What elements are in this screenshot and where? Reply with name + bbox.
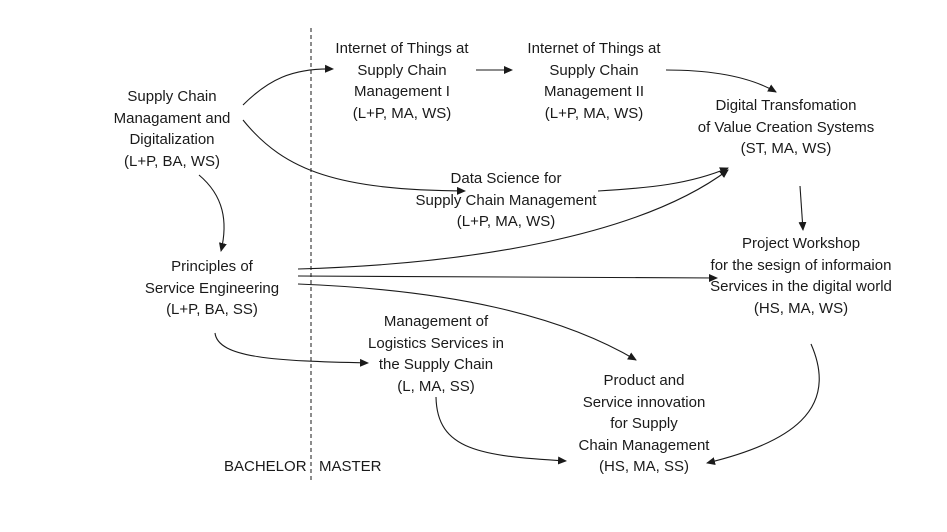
course-text-line: Management I [354, 83, 450, 100]
course-text-line: (L+P, MA, WS) [456, 213, 556, 230]
course-text-line: Supply Chain [549, 61, 639, 79]
course-text-line: the Supply Chain [378, 356, 494, 373]
course-text-line: Management of [383, 313, 489, 330]
course-text-line: (L+P, MA, WS) [352, 104, 452, 122]
course-text-line: Supply Chain Management [415, 191, 597, 209]
edge-project-workshop-to-product-innovation [706, 343, 820, 466]
course-text-line: Management II [543, 83, 645, 100]
course-text-line: for the sesign of informaion [710, 256, 892, 274]
course-text-line: Internet of Things at [527, 40, 661, 57]
course-text-line: Logistics Services in [368, 334, 504, 352]
course-text-line: (ST, MA, WS) [740, 140, 832, 157]
course-text-line: Product and [603, 372, 685, 389]
course-text-line: Service innovation [582, 393, 706, 411]
course-text-line: of Value Creation Systems [697, 118, 875, 136]
course-text-line: Digitalization [129, 131, 215, 148]
course-text-line: Managament and [113, 109, 231, 127]
edge-scm-digitalization-to-iot-1 [242, 64, 334, 106]
edge-scm-digitalization-to-service-engineering [198, 174, 227, 252]
course-text-line: (HS, MA, SS) [598, 458, 690, 475]
edge-data-science-to-digital-transformation [597, 167, 729, 192]
edge-digital-transformation-to-project-workshop [798, 185, 807, 231]
course-text-line: Data Science for [450, 170, 562, 187]
course-text-line: Internet of Things at [335, 40, 469, 57]
course-text-line: Chain Management [578, 436, 710, 454]
course-logistics-services: Management of Logistics Services in the Su… [368, 311, 504, 397]
course-project-workshop: Project Workshop for the sesign of inform… [710, 233, 892, 319]
course-text-line: (L, MA, SS) [397, 377, 475, 395]
course-text-line: Digital Transfomation [715, 97, 857, 114]
course-text-line: Project Workshop [741, 235, 861, 252]
course-text-line: Services in the digital world [710, 278, 892, 295]
course-service-engineering: Principles of Service Engineering (L+P, BA… [145, 256, 279, 321]
course-text-line: Service Engineering [144, 279, 280, 297]
edge-logistics-services-to-product-innovation [435, 396, 567, 465]
course-text-line: Supply Chain [127, 88, 217, 105]
course-text-line: (L+P, BA, WS) [123, 152, 220, 170]
edge-service-engineering-to-product-innovation [297, 283, 637, 361]
edge-service-engineering-to-digital-transformation [297, 169, 729, 270]
course-text-line: for Supply [610, 415, 678, 432]
course-text-line: (L+P, MA, WS) [544, 104, 644, 122]
course-text-line: Supply Chain [357, 61, 447, 79]
edge-service-engineering-to-project-workshop [297, 273, 718, 282]
edge-service-engineering-to-logistics-services [214, 332, 369, 367]
course-text-line: (L+P, BA, SS) [166, 301, 258, 318]
course-digital-transformation: Digital Transfomation of Value Creation S… [698, 95, 874, 160]
course-text-line: (HS, MA, WS) [753, 299, 849, 317]
course-text-line: Principles of [171, 258, 253, 275]
master-label: MASTER [319, 458, 382, 475]
bachelor-label: BACHELOR [224, 458, 307, 475]
edge-iot-2-to-digital-transformation [665, 69, 777, 93]
edge-scm-digitalization-to-data-science [242, 119, 466, 195]
